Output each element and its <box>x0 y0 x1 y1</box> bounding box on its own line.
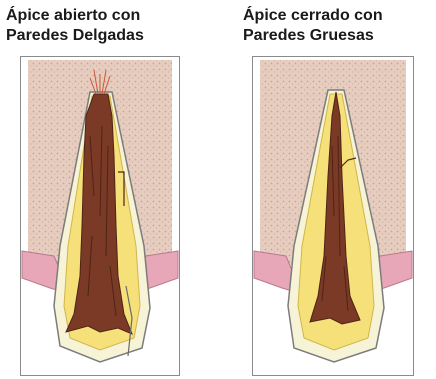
tooth-open-apex-illustration <box>20 56 180 376</box>
caption-closed-apex-line1: Ápice cerrado con <box>243 6 383 26</box>
caption-open-apex-line2: Paredes Delgadas <box>6 26 144 46</box>
caption-open-apex-line1: Ápice abierto con <box>6 6 144 26</box>
caption-open-apex: Ápice abierto con Paredes Delgadas <box>6 6 144 46</box>
caption-closed-apex: Ápice cerrado con Paredes Gruesas <box>243 6 383 46</box>
caption-closed-apex-line2: Paredes Gruesas <box>243 26 383 46</box>
tooth-closed-apex-illustration <box>252 56 414 376</box>
